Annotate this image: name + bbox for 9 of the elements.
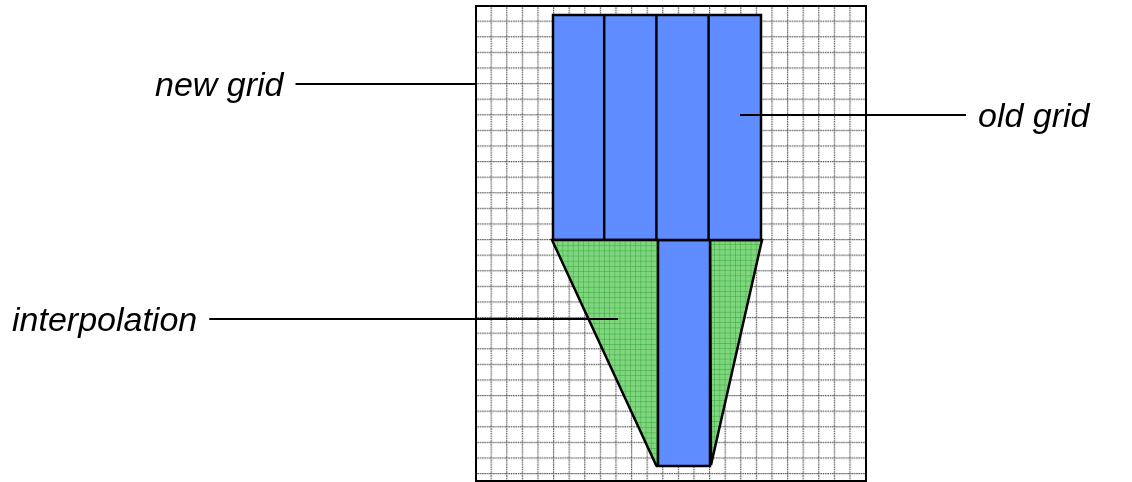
leader-line [208, 318, 619, 320]
callout-label: interpolation [0, 297, 210, 341]
column-block [552, 14, 762, 241]
callout-label: old grid [966, 93, 1102, 137]
callout-label: new grid [143, 62, 296, 106]
triangle-region [552, 240, 658, 467]
leader-line [294, 83, 476, 85]
leader-line [739, 114, 967, 116]
grid-mesh [475, 5, 867, 482]
